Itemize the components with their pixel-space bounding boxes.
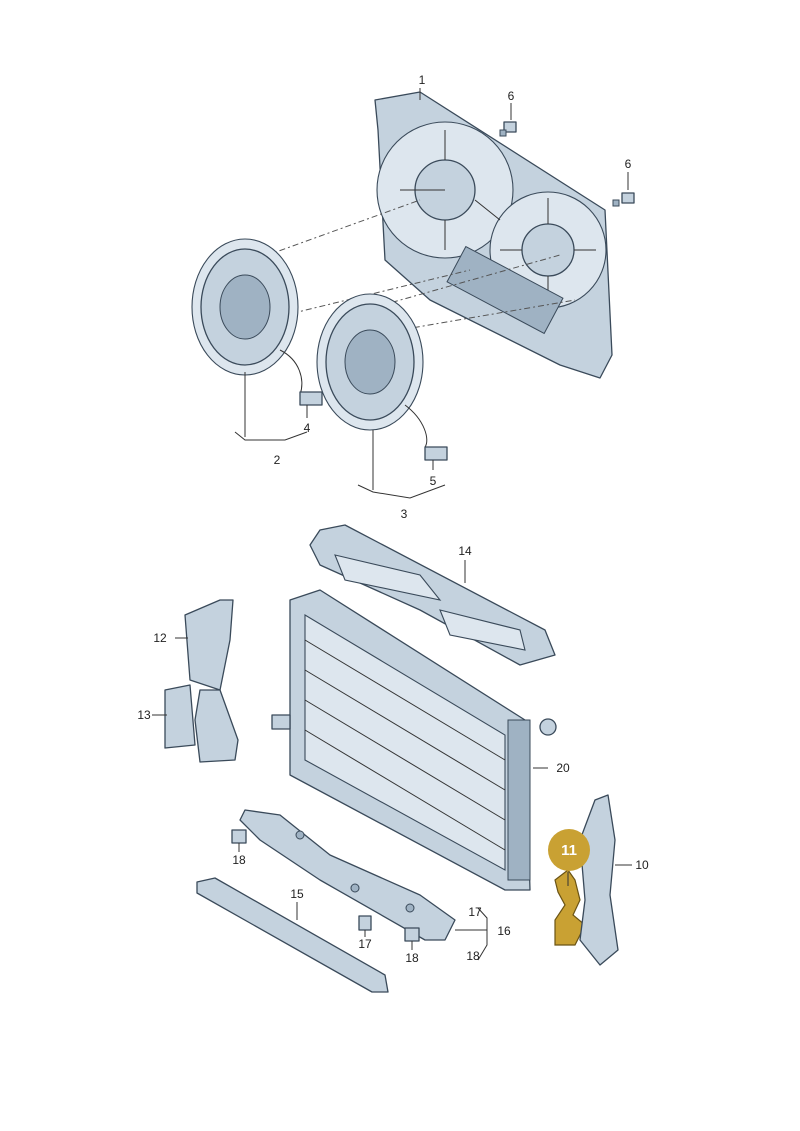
callout-4: 4 [303,421,311,435]
radiator-fan-part-3[interactable] [316,293,448,461]
seal-strip-part-15[interactable] [196,877,389,993]
callout-16: 16 [497,924,511,938]
radiator-fan-part-2[interactable] [191,238,323,406]
callout-18-left: 18 [232,853,246,867]
callout-20: 20 [556,761,570,775]
callout-1: 1 [418,73,426,87]
callout-10: 10 [635,858,649,872]
callout-18-bottom: 18 [405,951,419,965]
callout-17: 17 [358,937,372,951]
screw-part-17[interactable] [358,915,372,931]
callout-6-right: 6 [624,157,632,171]
leader-lines [152,88,632,961]
callout-6-top: 6 [507,89,515,103]
callout-12: 12 [153,631,167,645]
callout-13: 13 [137,708,151,722]
callout-14: 14 [458,544,472,558]
callout-5: 5 [429,474,437,488]
air-duct-part-12[interactable] [184,599,234,691]
bolt-part-6-top[interactable] [499,121,517,137]
air-duct-part-13[interactable] [164,684,239,763]
callout-2: 2 [273,453,281,467]
air-guide-part-10[interactable] [579,794,619,966]
callout-18-right: 18 [466,949,480,963]
callout-11-highlight[interactable]: 11 [548,829,590,871]
callout-3: 3 [400,507,408,521]
clip-part-18-right[interactable] [404,927,420,942]
clip-part-18-left[interactable] [231,829,247,844]
carrier-bracket-part-16[interactable] [239,809,456,941]
radiator-part-20[interactable] [271,589,557,891]
callout-15: 15 [290,887,304,901]
air-guide-part-14[interactable] [309,524,556,666]
bolt-part-6-right[interactable] [612,192,635,207]
fan-shroud-part-1[interactable] [374,91,613,379]
callout-17-right: 17 [468,905,482,919]
